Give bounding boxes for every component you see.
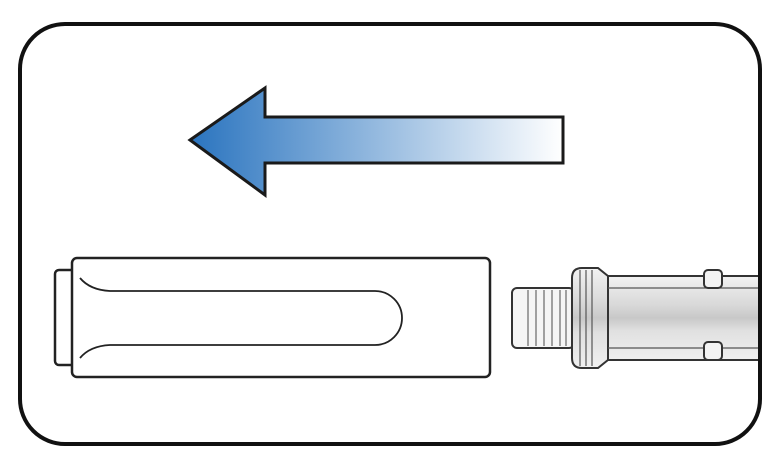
left-arrow-icon	[187, 85, 565, 198]
frame-border	[18, 22, 762, 446]
pen-cap	[53, 256, 492, 379]
pen-body	[511, 267, 760, 369]
